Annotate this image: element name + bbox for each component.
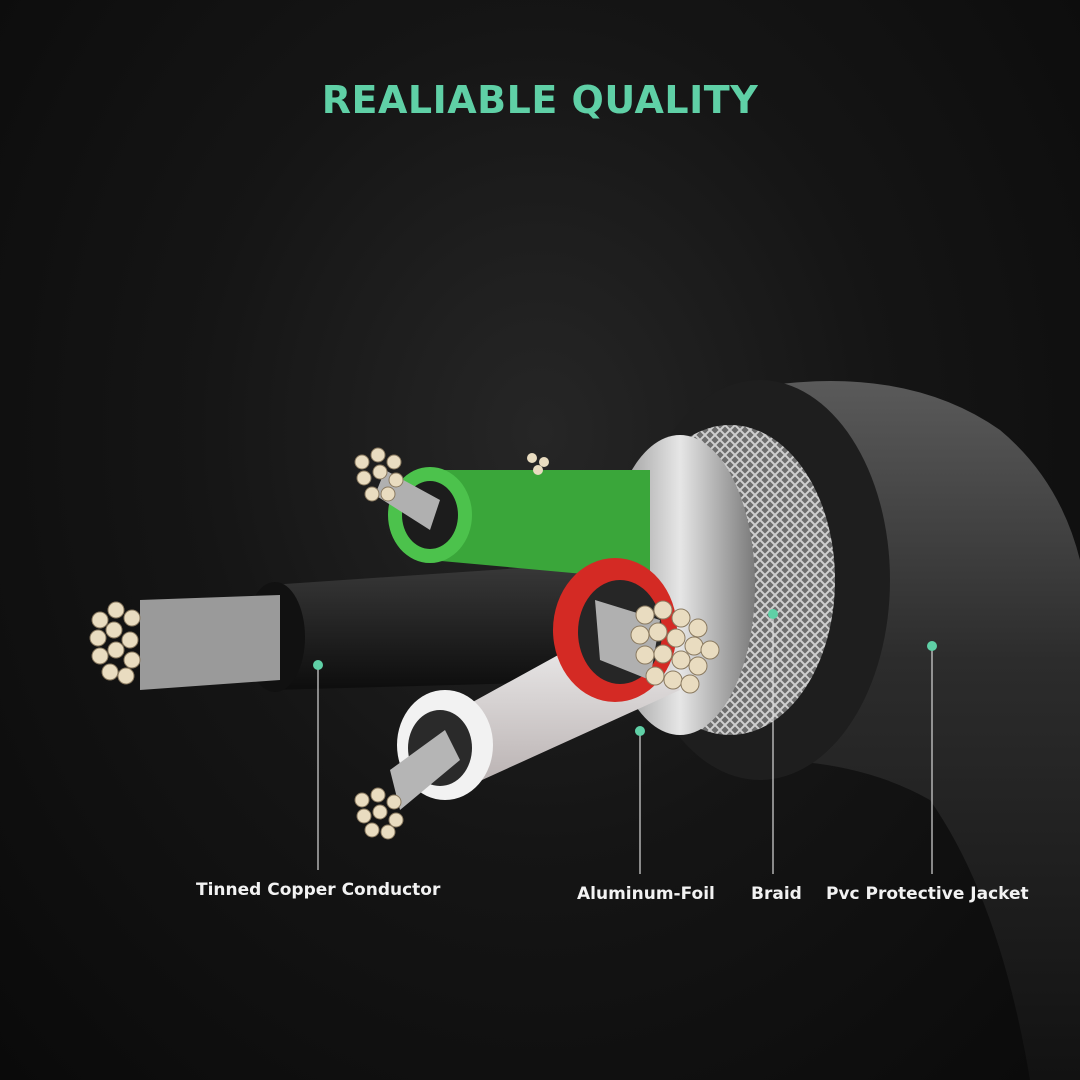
label-tinned-copper-conductor: Tinned Copper Conductor — [196, 880, 441, 900]
label-braid: Braid — [751, 884, 802, 904]
callout-lines — [317, 614, 933, 874]
callout-dots — [313, 609, 937, 736]
label-pvc-protective-jacket: Pvc Protective Jacket — [826, 884, 1029, 904]
headline: REALIABLE QUALITY — [321, 78, 759, 122]
label-aluminum-foil: Aluminum-Foil — [577, 884, 715, 904]
